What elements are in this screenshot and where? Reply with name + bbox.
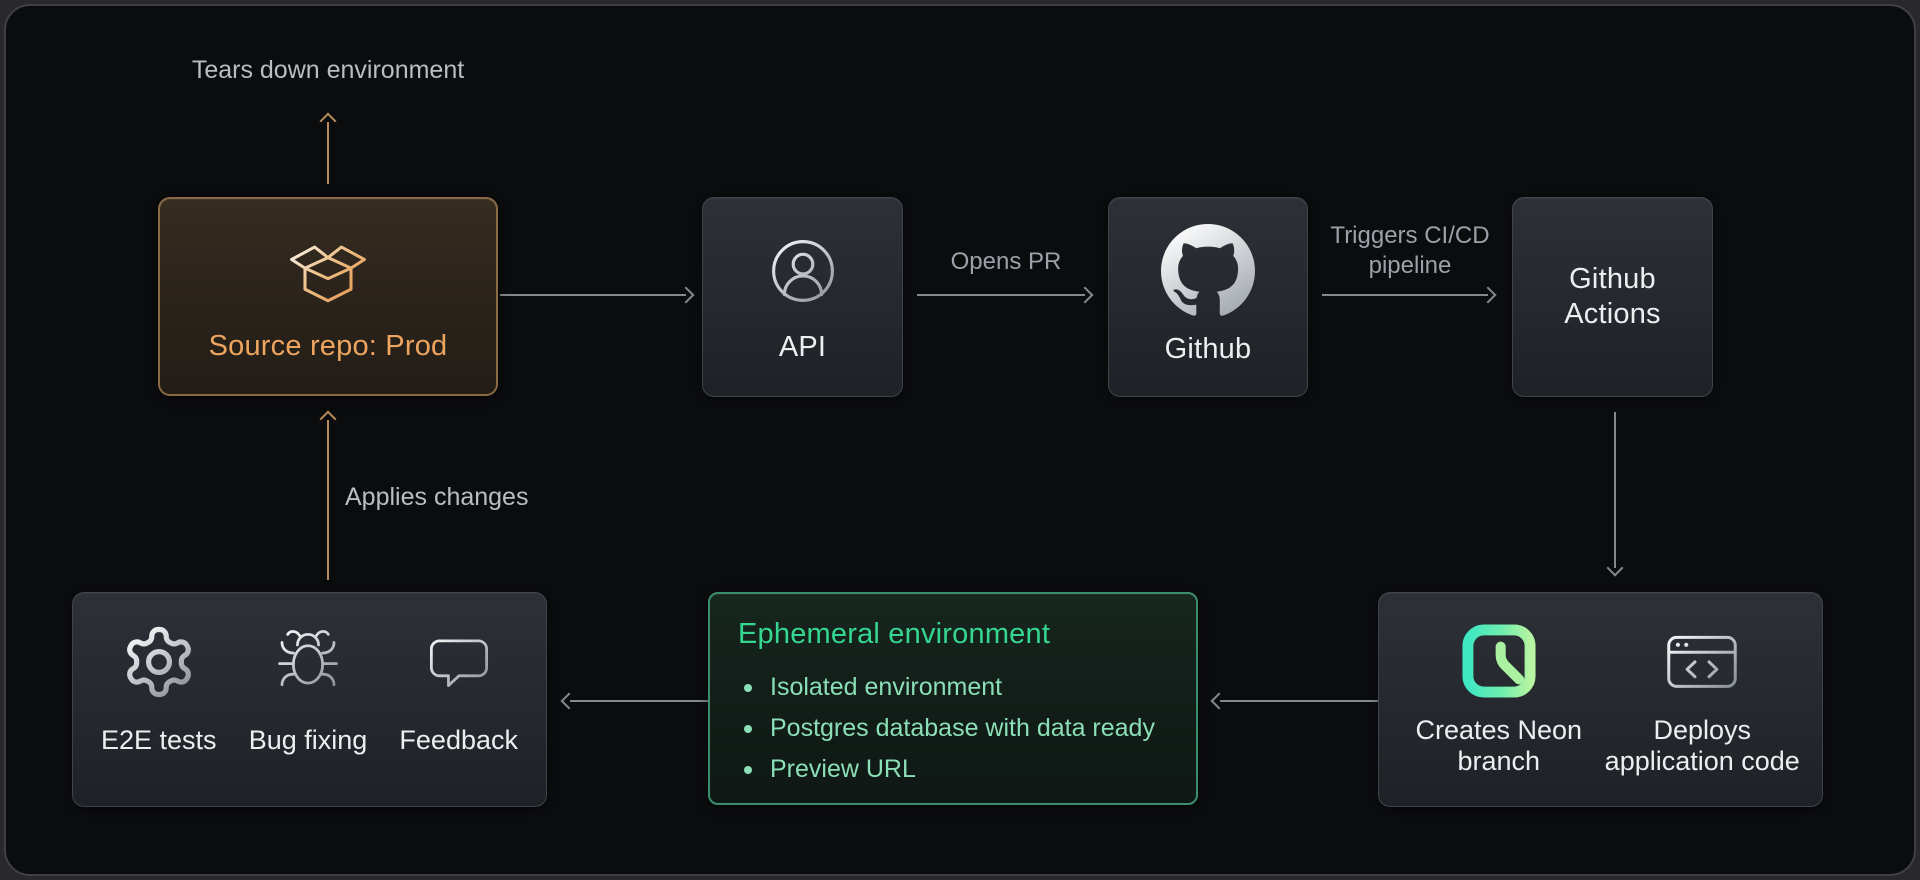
gear-icon	[120, 623, 198, 701]
output-item-label: Deploys application code	[1604, 715, 1800, 776]
node-github-actions-label: Github Actions	[1564, 263, 1661, 330]
node-ephemeral-environment: Ephemeral environment Isolated environme…	[708, 592, 1198, 805]
annotation-applies-changes: Applies changes	[345, 483, 529, 511]
node-validation: E2E tests	[72, 592, 547, 807]
validation-item-feedback: Feedback	[399, 623, 518, 756]
output-item-creates-neon-branch: Creates Neon branch	[1397, 619, 1601, 777]
output-item-deploys-application-code: Deploys application code	[1601, 619, 1805, 777]
bullet-preview-url: Preview URL	[738, 749, 1155, 790]
validation-item-label: Feedback	[399, 725, 518, 755]
node-github: Github	[1108, 197, 1308, 397]
node-github-actions: Github Actions	[1512, 197, 1713, 397]
speech-bubble-icon	[419, 623, 499, 701]
ephemeral-environment-title: Ephemeral environment	[738, 618, 1051, 650]
bullet-text: Isolated environment	[770, 673, 1003, 701]
browser-code-icon	[1658, 619, 1746, 703]
bullet-dot	[744, 724, 752, 733]
bullet-text: Preview URL	[770, 755, 916, 783]
annotation-opens-pr: Opens PR	[950, 248, 1062, 275]
validation-item-label: Bug fixing	[248, 725, 368, 755]
bullet-text: Postgres database with data ready	[770, 714, 1155, 742]
node-source-repo: Source repo: Prod	[158, 197, 498, 396]
bullet-isolated-environment: Isolated environment	[738, 667, 1155, 708]
node-api: API	[702, 197, 903, 397]
bullet-postgres-database: Postgres database with data ready	[738, 708, 1155, 749]
validation-item-bug-fixing: Bug fixing	[248, 623, 368, 756]
ephemeral-bullet-list: Isolated environment Postgres database w…	[738, 667, 1155, 790]
node-pipeline-outputs: Creates Neon branch	[1378, 592, 1823, 807]
output-item-label: Creates Neon branch	[1415, 715, 1583, 776]
github-icon	[1161, 224, 1255, 318]
node-source-repo-label: Source repo: Prod	[208, 330, 448, 362]
node-github-label: Github	[1164, 333, 1252, 365]
validation-item-e2e-tests: E2E tests	[101, 623, 217, 756]
bullet-dot	[744, 683, 752, 692]
node-api-label: API	[778, 331, 827, 363]
bug-icon	[268, 623, 348, 701]
package-open-icon	[280, 225, 376, 317]
annotation-tears-down-environment: Tears down environment	[191, 56, 465, 84]
neon-logo-icon	[1457, 619, 1541, 703]
annotation-triggers-cicd-pipeline: Triggers CI/CD pipeline	[1330, 222, 1490, 279]
validation-item-label: E2E tests	[101, 725, 217, 755]
bullet-dot	[744, 765, 752, 774]
user-icon	[756, 224, 850, 318]
